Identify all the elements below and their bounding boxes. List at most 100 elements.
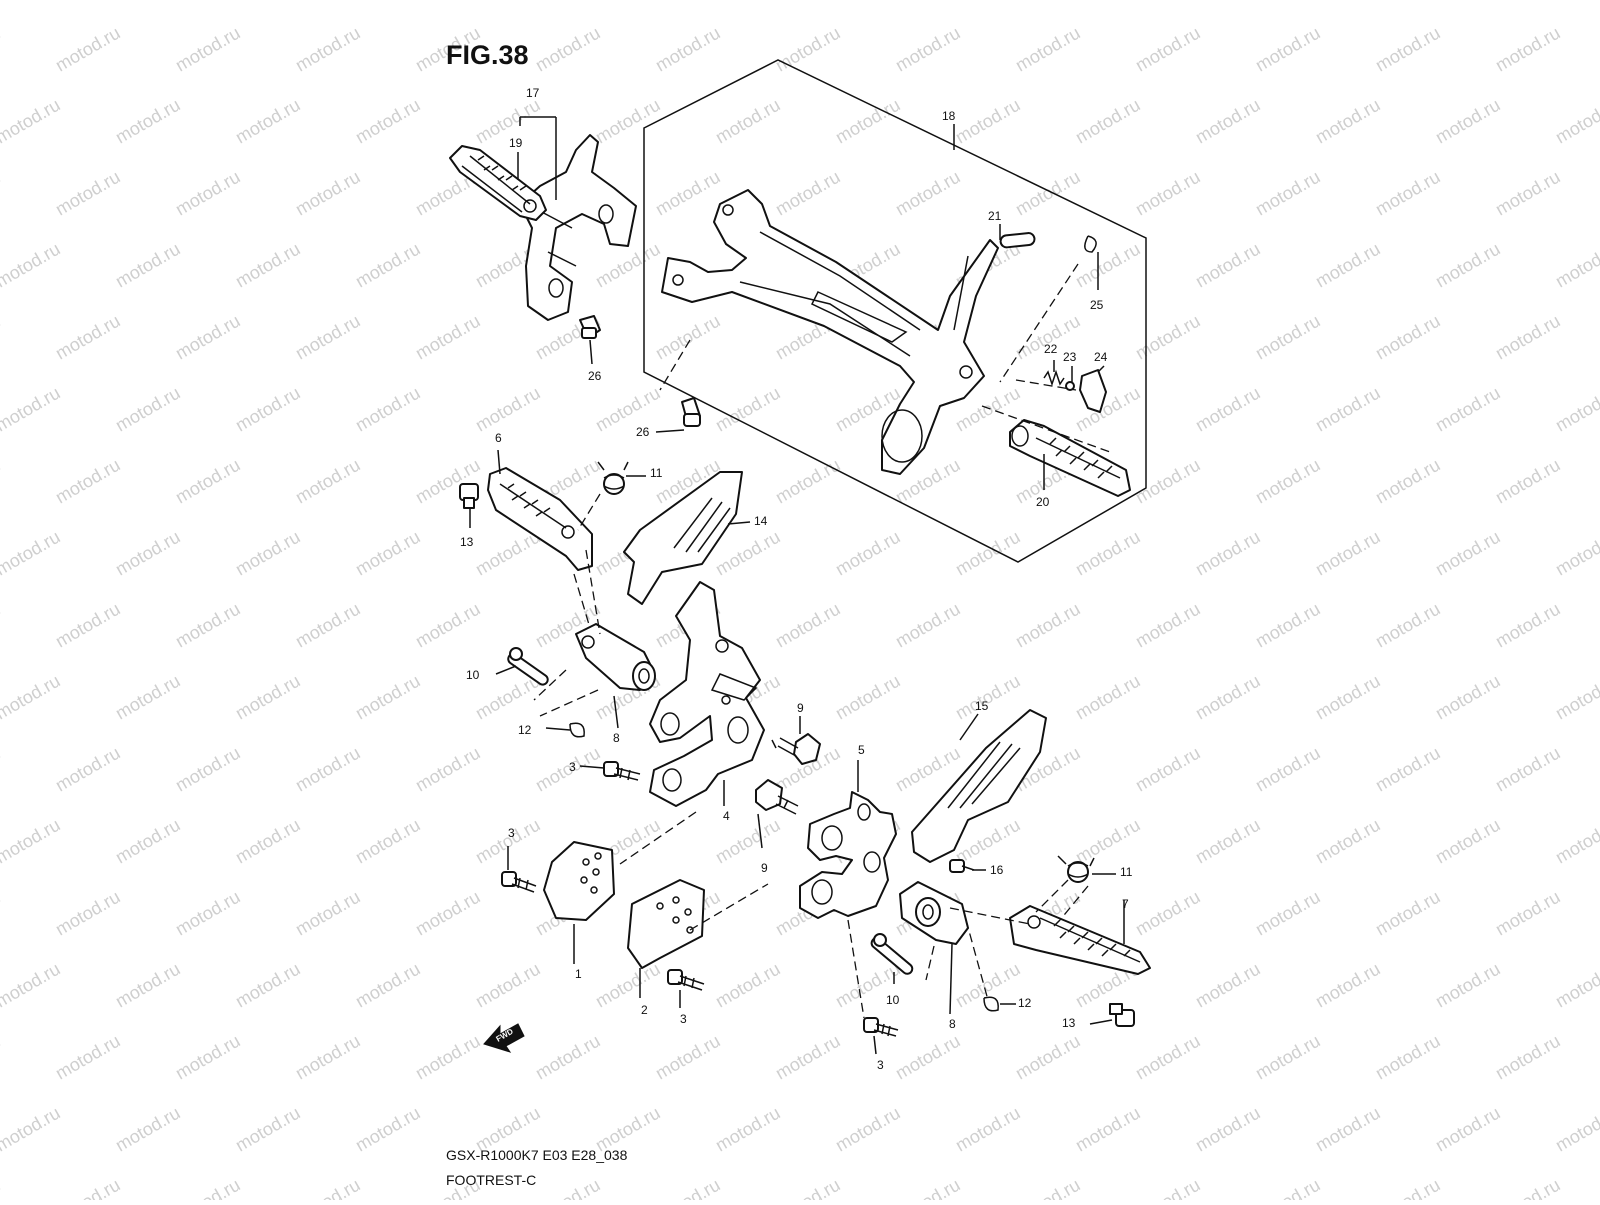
callout-8-rh: 8 (949, 1017, 956, 1031)
watermark-text: motod.ru (52, 455, 124, 508)
watermark-text: motod.ru (52, 887, 124, 940)
watermark-text: motod.ru (352, 239, 424, 292)
watermark-text: motod.ru (1252, 1175, 1324, 1200)
part-26-bolt-upper (579, 315, 601, 339)
watermark-text: motod.ru (772, 599, 844, 652)
callout-9-rh: 9 (761, 861, 768, 875)
watermark-text: motod.ru (1132, 1175, 1204, 1200)
callout-5: 5 (858, 743, 865, 757)
callout-2: 2 (641, 1003, 648, 1017)
part-5-bracket-rh (799, 791, 897, 919)
watermark-text: motod.ru (1132, 743, 1204, 796)
watermark-text: motod.ru (1312, 239, 1384, 292)
part-16-bolt (949, 859, 975, 873)
watermark-text: motod.ru (1312, 1103, 1384, 1156)
watermark-text: motod.ru (1432, 815, 1504, 868)
callout-23: 23 (1063, 350, 1077, 364)
watermark-text: motod.ru (1552, 0, 1600, 3)
watermark-text: motod.ru (1492, 1175, 1564, 1200)
watermark-text: motod.ru (1432, 959, 1504, 1012)
callout-16: 16 (990, 863, 1004, 877)
watermark-text: motod.ru (1372, 311, 1444, 364)
watermark-text: motod.ru (1372, 167, 1444, 220)
watermark-text: motod.ru (1492, 23, 1564, 76)
watermark-text: motod.ru (0, 815, 64, 868)
watermark-text: motod.ru (832, 1103, 904, 1156)
watermark-text: motod.ru (172, 311, 244, 364)
watermark-text: motod.ru (1072, 0, 1144, 3)
watermark-text: motod.ru (52, 311, 124, 364)
watermark-text: motod.ru (1432, 239, 1504, 292)
watermark-text: motod.ru (652, 167, 724, 220)
watermark-text: motod.ru (352, 815, 424, 868)
callout-17: 17 (526, 86, 540, 100)
watermark-text: motod.ru (1252, 311, 1324, 364)
callout-21: 21 (988, 209, 1002, 223)
watermark-text: motod.ru (52, 599, 124, 652)
watermark-text: motod.ru (232, 959, 304, 1012)
watermark-text: motod.ru (1132, 887, 1204, 940)
watermark-text: motod.ru (412, 743, 484, 796)
watermark-text: motod.ru (0, 311, 4, 364)
watermark-text: motod.ru (1372, 455, 1444, 508)
watermark-text: motod.ru (112, 1103, 184, 1156)
watermark-text: motod.ru (1192, 959, 1264, 1012)
part-9-bolt-rh (755, 779, 799, 815)
watermark-text: motod.ru (1252, 455, 1324, 508)
watermark-text: motod.ru (892, 167, 964, 220)
watermark-text: motod.ru (232, 671, 304, 724)
watermark-text: motod.ru (1432, 1103, 1504, 1156)
watermark-text: motod.ru (1372, 743, 1444, 796)
watermark-text: motod.ru (172, 455, 244, 508)
part-11-spring-lh (597, 461, 629, 495)
part-20-peg-rh-rear (1009, 419, 1131, 497)
part-6-peg-lh (487, 467, 593, 571)
watermark-text: motod.ru (52, 1031, 124, 1084)
watermark-text: motod.ru (1312, 0, 1384, 3)
watermark-text: motod.ru (0, 167, 4, 220)
watermark-text: motod.ru (1492, 1031, 1564, 1084)
watermark-text: motod.ru (952, 95, 1024, 148)
watermark-text: motod.ru (292, 887, 364, 940)
watermark-text: motod.ru (712, 95, 784, 148)
watermark-text: motod.ru (592, 0, 664, 3)
watermark-text: motod.ru (1432, 527, 1504, 580)
watermark-text: motod.ru (0, 0, 64, 3)
watermark-text: motod.ru (772, 23, 844, 76)
watermark-text: motod.ru (352, 0, 424, 3)
part-22-spring (1043, 369, 1065, 387)
watermark-text: motod.ru (1252, 599, 1324, 652)
watermark-text: motod.ru (1312, 671, 1384, 724)
watermark-text: motod.ru (412, 1031, 484, 1084)
part-13-bolt-lh (459, 483, 479, 509)
watermark-text: motod.ru (1372, 1175, 1444, 1200)
watermark-text: motod.ru (1072, 95, 1144, 148)
callout-4: 4 (723, 809, 730, 823)
watermark-text: motod.ru (112, 671, 184, 724)
watermark-text: motod.ru (172, 1031, 244, 1084)
watermark-text: motod.ru (292, 743, 364, 796)
part-4-bracket-lh (649, 581, 765, 807)
watermark-text: motod.ru (592, 383, 664, 436)
watermark-text: motod.ru (472, 959, 544, 1012)
watermark-text: motod.ru (712, 959, 784, 1012)
watermark-text: motod.ru (832, 0, 904, 3)
kit-18-frame (643, 59, 1147, 563)
watermark-text: motod.ru (1252, 23, 1324, 76)
watermark-text: motod.ru (532, 1031, 604, 1084)
watermark-text: motod.ru (0, 959, 64, 1012)
watermark-text: motod.ru (1192, 239, 1264, 292)
watermark-text: motod.ru (1372, 599, 1444, 652)
watermark-text: motod.ru (1192, 383, 1264, 436)
part-3-bolt-mid (603, 761, 641, 781)
callout-7: 7 (1122, 897, 1129, 911)
watermark-text: motod.ru (112, 959, 184, 1012)
watermark-text: motod.ru (712, 0, 784, 3)
watermark-text: motod.ru (232, 95, 304, 148)
watermark-text: motod.ru (1072, 815, 1144, 868)
watermark-text: motod.ru (1312, 815, 1384, 868)
part-19-peg-lh (449, 145, 547, 221)
watermark-text: motod.ru (712, 1103, 784, 1156)
